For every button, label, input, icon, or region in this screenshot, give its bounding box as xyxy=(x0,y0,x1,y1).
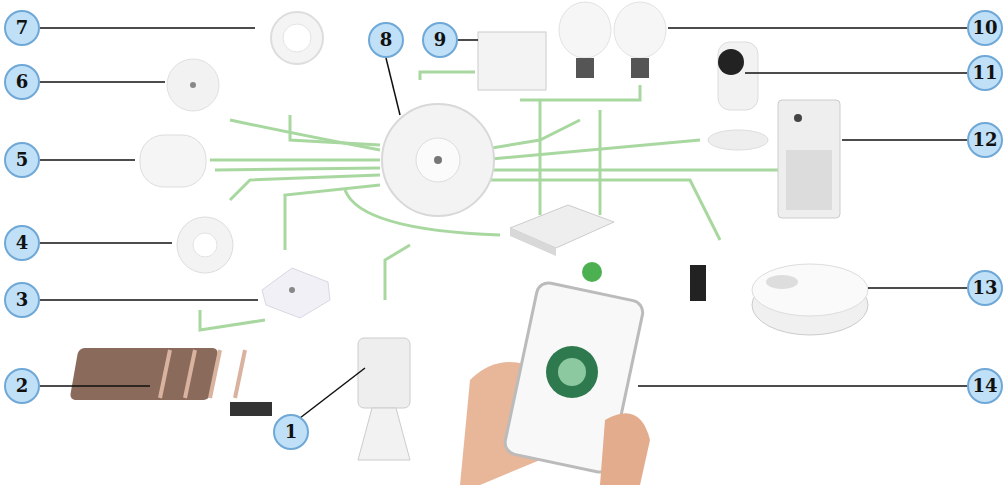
callout-number: 1 xyxy=(273,414,309,450)
wire xyxy=(290,115,380,145)
vacuum-sensor xyxy=(766,275,798,289)
thumb xyxy=(600,413,650,485)
wireless-switch-key xyxy=(193,233,217,257)
camera-base xyxy=(708,130,768,150)
callout-number: 14 xyxy=(967,368,1003,404)
purifier-light xyxy=(794,114,802,122)
button-switch xyxy=(140,135,206,187)
motion-sensor xyxy=(358,338,410,460)
gateway-hub xyxy=(382,104,494,216)
leader-line xyxy=(458,39,478,41)
leader-line xyxy=(40,27,255,29)
leader-line xyxy=(40,81,165,83)
callout-number: 9 xyxy=(422,22,458,58)
leader-line xyxy=(638,385,967,387)
leader-line xyxy=(300,368,365,418)
underfloor-heating xyxy=(69,348,272,416)
gateway-hub-light xyxy=(434,156,442,164)
heating-controller xyxy=(230,402,272,416)
leader-line xyxy=(386,58,400,115)
wire xyxy=(599,110,602,215)
camera-lens xyxy=(718,49,744,75)
camera-body xyxy=(718,42,758,110)
sensor-dot xyxy=(190,82,196,88)
app-dial-center xyxy=(558,358,586,386)
smoke-detector-center xyxy=(283,24,311,52)
callout-number: 5 xyxy=(4,142,40,178)
air-purifier xyxy=(778,100,840,218)
bulb xyxy=(614,2,666,58)
callout-number: 12 xyxy=(967,122,1003,158)
leader-line xyxy=(842,139,967,141)
bulb-base xyxy=(631,58,649,78)
callout-number: 6 xyxy=(4,64,40,100)
door-sensor-dot xyxy=(289,287,295,293)
green-wires xyxy=(200,72,780,330)
callout-number: 7 xyxy=(4,10,40,46)
gateway-hub-ring xyxy=(416,138,460,182)
door-sensor xyxy=(262,268,330,318)
camera xyxy=(708,42,768,150)
leader-line xyxy=(40,159,135,161)
heating-cable xyxy=(160,350,245,398)
callout-number: 3 xyxy=(4,282,40,318)
leader-lines xyxy=(40,28,967,418)
phone-in-hand xyxy=(460,281,650,485)
leader-line xyxy=(868,287,967,289)
wire xyxy=(480,169,780,172)
callout-number: 4 xyxy=(4,225,40,261)
wire xyxy=(210,159,380,162)
wire xyxy=(539,100,542,215)
devices xyxy=(69,2,868,485)
wire xyxy=(480,140,700,160)
bulb xyxy=(559,2,611,58)
wire xyxy=(420,72,475,80)
leader-line xyxy=(745,72,967,74)
wire xyxy=(215,168,380,170)
wire xyxy=(285,185,380,250)
wifi-symbol xyxy=(582,262,602,282)
wall-switch xyxy=(478,32,546,90)
wire xyxy=(480,120,580,150)
leader-line xyxy=(40,242,172,244)
leader-line xyxy=(668,27,967,29)
robot-vacuum xyxy=(690,264,868,335)
heating-mat xyxy=(69,348,218,400)
app-dial xyxy=(546,346,598,398)
wire xyxy=(385,245,410,300)
charging-dock xyxy=(690,265,706,301)
callout-number: 2 xyxy=(4,368,40,404)
router-side xyxy=(510,228,556,256)
wire xyxy=(230,120,380,150)
motion-sensor-stand xyxy=(358,408,410,460)
wireless-switch xyxy=(177,217,233,273)
purifier-grille xyxy=(786,150,832,210)
callout-number: 8 xyxy=(368,22,404,58)
callout-number: 13 xyxy=(967,270,1003,306)
callout-number: 10 xyxy=(967,10,1003,46)
callout-number: 11 xyxy=(967,55,1003,91)
purifier-body xyxy=(778,100,840,218)
light-bulbs xyxy=(559,2,666,78)
sensor xyxy=(167,59,219,111)
wire xyxy=(200,310,265,330)
vacuum-top xyxy=(752,264,868,316)
bulb-base xyxy=(576,58,594,78)
smoke-detector xyxy=(271,12,323,64)
leader-line xyxy=(40,299,258,301)
motion-sensor-body xyxy=(358,338,410,408)
leader-line xyxy=(40,385,150,387)
